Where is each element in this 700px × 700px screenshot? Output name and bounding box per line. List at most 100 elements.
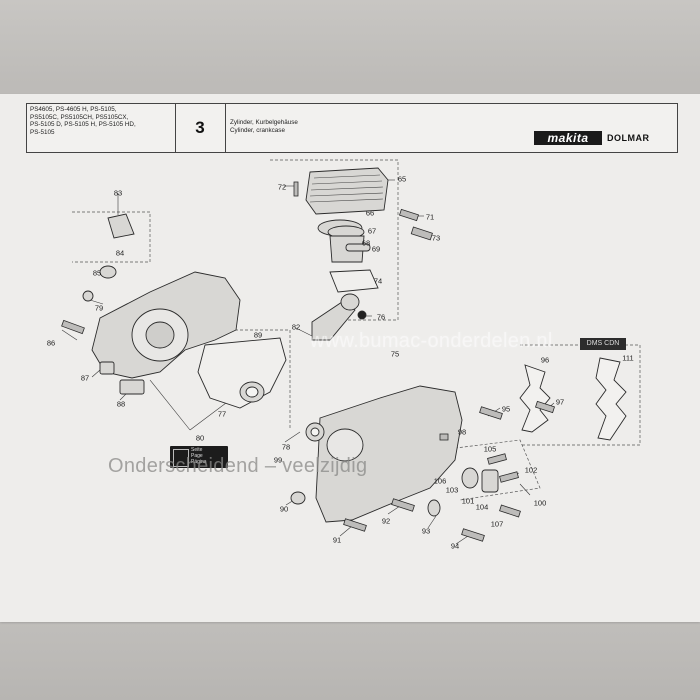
part-93 [427,499,441,517]
leader-line [339,525,353,537]
page-reference-badge: Seite Page Página [170,446,228,468]
group-box-83 [72,211,151,263]
model-line: PS5105C, PS5105CH, PS5105CX, [30,113,129,121]
seal-77-inner [245,386,259,398]
cylinder-gasket-74 [329,269,379,293]
cylinder-fin [309,198,384,203]
cylinder-fin [310,186,384,191]
leader-line [295,327,313,337]
oil-pump-body-101 [481,469,499,493]
leader-line [284,431,301,443]
callout-107: 107 [490,519,504,529]
callout-111: 111 [622,353,634,363]
screw-72 [293,181,299,197]
callout-88: 88 [116,399,126,409]
dolmar-logo: DOLMAR [607,133,650,143]
screw-92 [391,498,415,512]
callout-99: 99 [273,455,283,465]
callout-75: 75 [390,349,400,359]
group-box-89 [205,329,291,430]
title-english: Cylinder, crankcase [230,127,285,134]
decompression-valve-73 [410,226,433,241]
watermark-slogan: Onderscheidend – veelzijdig [108,455,368,477]
callout-77: 77 [217,409,227,419]
callout-83: 83 [113,188,123,198]
callout-92: 92 [381,516,391,526]
oil-pump-gear-106 [461,467,479,489]
bumper-spike-111 [595,357,627,441]
callout-73: 73 [431,233,441,243]
part-102 [499,471,519,483]
screw-95 [479,406,503,420]
badge-label-pagina: Página [191,458,207,465]
callout-76: 76 [376,312,386,322]
crankcase-right-half [315,385,463,523]
callout-69: 69 [371,244,381,254]
callout-67: 67 [367,226,377,236]
makita-logo: makita [534,131,602,145]
leader-line [387,505,401,515]
cylinder-fin [309,192,384,197]
leader-line [455,535,469,545]
spark-plug-71 [399,208,419,222]
model-line: PS-5105 [30,128,55,136]
callout-86: 86 [46,338,56,348]
group-box-65 [270,159,399,321]
screw-86 [61,319,85,335]
callout-102: 102 [524,465,538,475]
screw-107 [499,504,521,518]
callout-104: 104 [475,502,489,512]
section-title: Zylinder, Kurbelgehäuse Cylinder, crankc… [230,119,298,135]
screw-97 [535,400,555,414]
header-divider [175,104,176,152]
callout-87: 87 [80,373,90,383]
piston-pin-68 [345,243,371,252]
crankcase-right-bore [326,428,364,462]
title-german: Zylinder, Kurbelgehäuse [230,119,298,126]
callout-90: 90 [279,504,289,514]
leader-line [519,483,531,496]
leader-line [89,299,104,305]
screw-94 [461,528,485,542]
leader-line [61,329,78,341]
part-87 [99,361,115,375]
part-105 [487,453,507,465]
callout-68: 68 [361,238,371,248]
group-box-100 [439,439,541,501]
leader-line [427,515,437,529]
callout-71: 71 [425,212,435,222]
bumper-spike-96 [519,364,551,433]
part-79 [82,290,94,302]
callout-66: 66 [365,208,375,218]
callout-79: 79 [94,303,104,313]
bearing-76 [357,310,367,320]
callout-65: 65 [397,174,407,184]
callout-89: 89 [253,330,263,340]
callout-106: 106 [433,476,447,486]
callout-85: 85 [92,268,102,278]
leader-line [189,399,231,431]
callout-101: 101 [461,496,475,506]
callout-98: 98 [457,427,467,437]
callout-97: 97 [555,397,565,407]
badge-label-seite: Seite [191,447,203,453]
callout-74: 74 [373,276,383,286]
seal-78-inner [310,427,320,437]
callout-95: 95 [501,404,511,414]
callout-103: 103 [445,485,459,495]
part-84 [107,213,135,239]
part-88 [119,379,145,395]
callout-91: 91 [332,535,342,545]
callout-84: 84 [115,248,125,258]
header-divider [225,104,226,152]
part-85 [99,265,117,279]
callout-72: 72 [277,182,287,192]
model-line: PS4605, PS-4605 H, PS-5105, [30,106,117,113]
leader-line [91,369,101,378]
callout-93: 93 [421,526,431,536]
callout-96: 96 [540,355,550,365]
callout-82: 82 [291,322,301,332]
crankcase-bearing-inner [145,321,175,349]
badge-labels: Seite Page Página [191,447,207,465]
